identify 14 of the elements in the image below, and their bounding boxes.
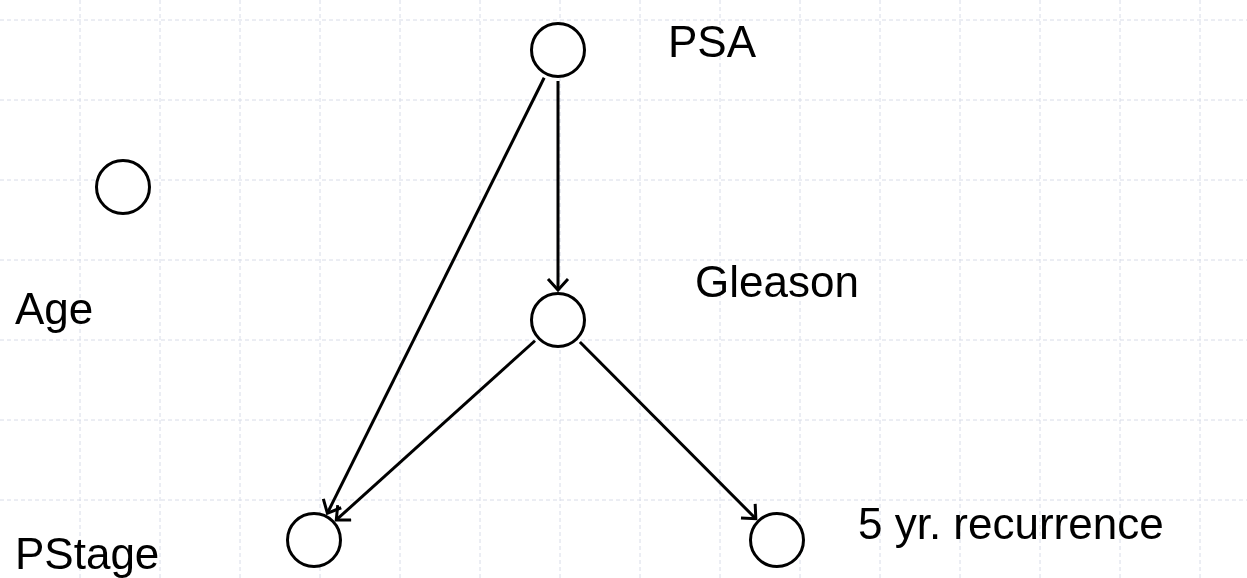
node-circle: [286, 512, 342, 568]
node-circle: [95, 159, 151, 215]
node-circle: [530, 292, 586, 348]
arrow: [334, 339, 536, 522]
node-label: Age: [15, 287, 94, 331]
node-label: PSA: [668, 20, 757, 64]
arrow: [321, 77, 546, 515]
node-label: 5 yr. recurrence: [858, 502, 1164, 546]
node-label: PStage: [15, 532, 160, 576]
node-circle: [530, 22, 586, 78]
node-label: Gleason: [695, 260, 859, 304]
arrow: [546, 81, 570, 292]
arrow: [578, 340, 758, 521]
node-circle: [749, 512, 805, 568]
